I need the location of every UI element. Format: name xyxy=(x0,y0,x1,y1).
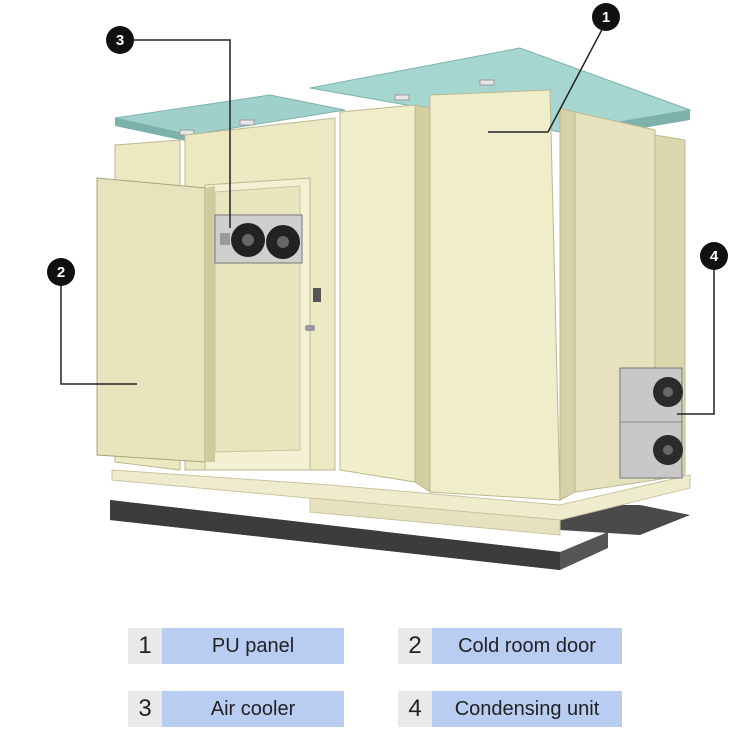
floor-panel xyxy=(111,469,691,536)
callout-1: 1 xyxy=(602,9,610,26)
door-lock-icon xyxy=(313,288,321,302)
legend-label: Cold room door xyxy=(432,628,622,664)
legend-label: Air cooler xyxy=(162,691,344,727)
legend-label: Condensing unit xyxy=(432,691,622,727)
legend-label: PU panel xyxy=(162,628,344,664)
cold-room-illustration: 1 2 3 4 xyxy=(47,3,728,570)
legend-number: 4 xyxy=(398,691,432,727)
legend-number: 1 xyxy=(128,628,162,664)
callout-4: 4 xyxy=(710,248,719,265)
air-cooler xyxy=(214,214,303,264)
cold-room-door xyxy=(96,177,215,463)
legend-number: 3 xyxy=(128,691,162,727)
legend-item-4: 4 Condensing unit xyxy=(398,691,622,727)
condensing-unit xyxy=(619,367,683,479)
legend-item-1: 1 PU panel xyxy=(128,628,344,664)
legend-item-3: 3 Air cooler xyxy=(128,691,344,727)
callout-2: 2 xyxy=(57,264,65,281)
callout-badges: 1 2 3 4 xyxy=(47,3,728,286)
legend-item-2: 2 Cold room door xyxy=(398,628,622,664)
leader-lines xyxy=(60,21,715,415)
door-handle-icon xyxy=(305,325,315,331)
legend-number: 2 xyxy=(398,628,432,664)
callout-3: 3 xyxy=(116,32,124,49)
